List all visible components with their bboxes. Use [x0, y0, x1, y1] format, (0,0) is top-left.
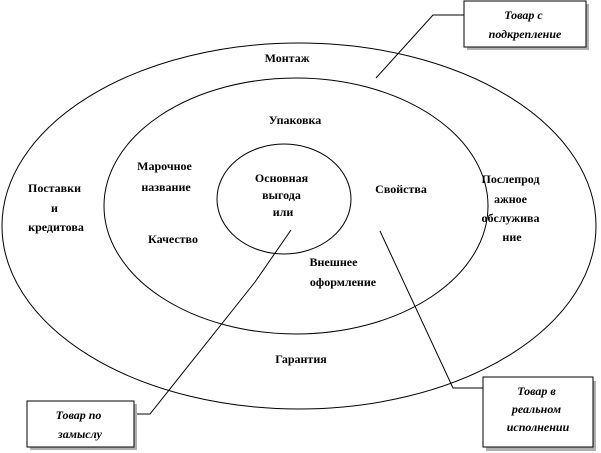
callout-concept-text: Товар по замыслу — [56, 408, 105, 441]
callout-actual: Товар в реальном исполнении — [482, 376, 596, 451]
label-after-sales-service: Послепрод ажное обслужива ние — [481, 172, 542, 244]
callout-line-concept — [137, 229, 292, 415]
core-ring — [216, 143, 352, 255]
label-installation: Монтаж — [265, 51, 310, 65]
callout-line-augmented — [375, 14, 464, 79]
label-properties: Свойства — [375, 182, 427, 196]
callout-line-actual — [379, 230, 483, 389]
callout-augmented: Товар с подкрепление — [463, 0, 589, 50]
outer-ring — [1, 42, 597, 410]
label-packaging: Упаковка — [269, 113, 321, 127]
label-quality: Качество — [148, 232, 198, 246]
label-brand-name: Марочное название — [137, 159, 195, 194]
label-core-benefit: Основная выгода или — [255, 171, 311, 219]
label-design: Внешнее оформление — [310, 255, 377, 289]
callout-actual-text: Товар в реальном исполнении — [507, 384, 570, 434]
label-warranty: Гарантия — [275, 352, 327, 366]
callout-augmented-text: Товар с подкрепление — [489, 8, 562, 41]
middle-ring — [103, 77, 489, 335]
label-delivery-credit: Поставки и кредитова — [28, 181, 84, 234]
callout-concept: Товар по замыслу — [26, 400, 137, 450]
